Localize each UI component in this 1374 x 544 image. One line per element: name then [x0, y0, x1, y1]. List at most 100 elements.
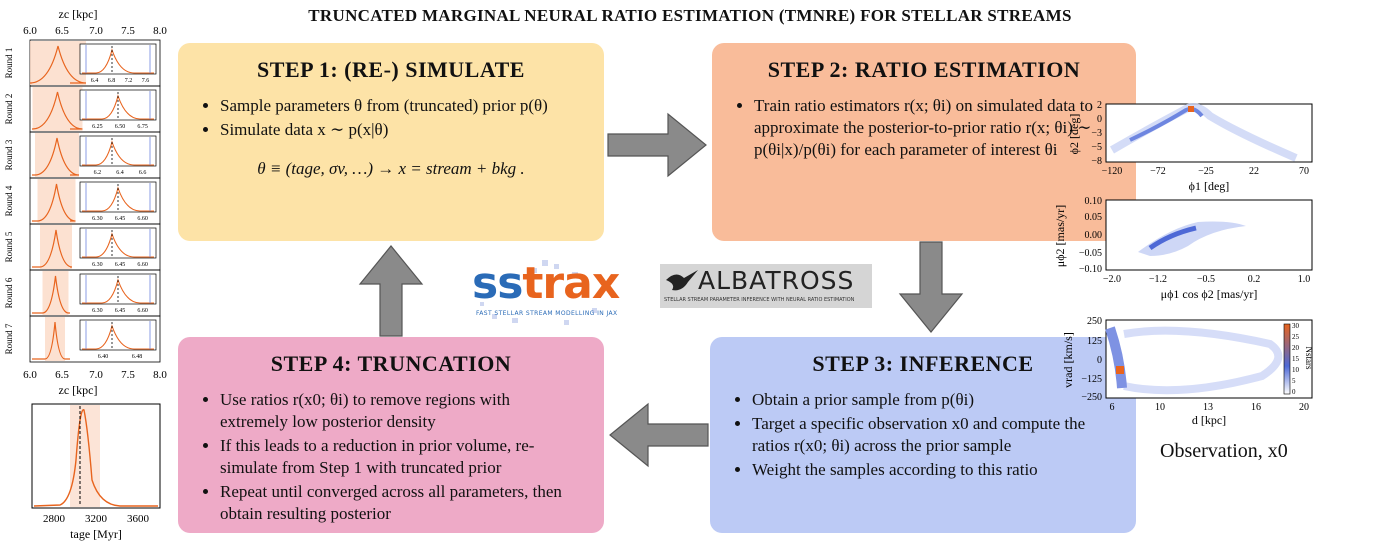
tick: −25 [1198, 166, 1214, 177]
plot1-yticks: 2 0 −3 −5 −8 [1091, 100, 1102, 167]
tick: 8.0 [153, 25, 167, 37]
tick: 1.0 [1298, 274, 1311, 285]
tick: 2 [1097, 100, 1102, 111]
top-axis-label: zc [kpc] [59, 7, 98, 21]
tick: 7.5 [121, 369, 135, 381]
step4-list: Use ratios r(x0; θi) to remove regions w… [200, 389, 582, 525]
round-posterior-curve [32, 91, 83, 130]
tick: 7.0 [89, 369, 103, 381]
step3-item: Target a specific observation x0 and com… [752, 413, 1114, 457]
arrow-right-icon [607, 112, 707, 178]
plot2-ylabel: μϕ2 [mas/yr] [1053, 205, 1067, 267]
inset-tick: 6.2 [94, 170, 102, 176]
step4-title: STEP 4: TRUNCATION [270, 351, 512, 376]
plot2-yticks: 0.10 0.05 0.00 −0.05 −0.10 [1079, 196, 1102, 275]
inset-tick: 6.40 [98, 354, 109, 360]
step3-list: Obtain a prior sample from p(θi) Target … [732, 389, 1114, 481]
round-inset [79, 319, 157, 351]
plot1-peak [1188, 106, 1194, 112]
arrow-down-icon [898, 241, 964, 333]
round-posterior-curve [29, 45, 87, 84]
sstrax-subtitle: FAST STELLAR STREAM MODELLING IN JAX [476, 310, 618, 317]
page-title: TRUNCATED MARGINAL NEURAL RATIO ESTIMATI… [308, 6, 1072, 25]
plot3-xticks: 6 10 13 16 20 [1110, 402, 1310, 413]
plot3-peak [1116, 366, 1124, 374]
age-ticks: 2800 3200 3600 [43, 513, 150, 525]
tick: 0.00 [1085, 230, 1103, 241]
tick: 3600 [127, 513, 150, 525]
inset-tick: 6.30 [92, 262, 103, 268]
step1-list: Sample parameters θ from (truncated) pri… [200, 95, 582, 141]
round-label: Round 2 [4, 94, 14, 125]
age-plot-frame [31, 403, 161, 509]
tick: −0.05 [1079, 248, 1102, 259]
step1-title: STEP 1: (RE-) SIMULATE [257, 57, 525, 82]
tick: 30 [1292, 322, 1300, 330]
round-frame [29, 315, 161, 363]
tick: −2.0 [1103, 274, 1121, 285]
step1-item: Sample parameters θ from (truncated) pri… [220, 95, 582, 117]
round-inset [79, 43, 157, 75]
round-posterior-curve [32, 183, 76, 222]
tick: −1.2 [1149, 274, 1167, 285]
age-band [70, 405, 100, 507]
inset-tick: 6.25 [92, 124, 103, 130]
round-label: Round 3 [4, 139, 14, 170]
tick: 25 [1292, 333, 1300, 341]
step2-box: STEP 2: RATIO ESTIMATION Train ratio est… [712, 43, 1136, 241]
age-axis-label: tage [Myr] [70, 527, 122, 541]
inset-tick: 6.60 [137, 308, 148, 314]
observation-figure: 2 0 −3 −5 −8 −120 −72 −25 22 70 ϕ1 [deg]… [1053, 100, 1314, 427]
plot2-frame [1105, 199, 1313, 271]
step1-box: STEP 1: (RE-) SIMULATE Sample parameters… [178, 43, 604, 241]
tick: 0.10 [1085, 196, 1103, 207]
tick: 0 [1292, 388, 1296, 396]
tick: 2800 [43, 513, 66, 525]
inset-tick: 6.45 [115, 262, 126, 268]
plot2-core [1148, 225, 1197, 251]
sstrax-logo: sstrax FAST STELLAR STREAM MODELLING IN … [472, 258, 622, 328]
albatross-subtitle: STELLAR STREAM PARAMETER INFERENCE WITH … [664, 297, 855, 303]
step1-equation: θ ≡ (tage, σv, …) → x = stream + bkg . [257, 159, 525, 178]
tick: 0.2 [1248, 274, 1261, 285]
top-ticks: 6.0 6.5 7.0 7.5 8.0 [23, 25, 167, 37]
tick: −72 [1150, 166, 1166, 177]
round-label: Round 5 [4, 231, 14, 262]
tick: 20 [1299, 402, 1309, 413]
step3-item: Obtain a prior sample from p(θi) [752, 389, 1114, 411]
step4-box: STEP 4: TRUNCATION Use ratios r(x0; θi) … [178, 337, 604, 533]
bottom-ticks: 6.0 6.5 7.0 7.5 8.0 [23, 369, 167, 381]
tick: −5 [1091, 142, 1102, 153]
tick: 6 [1110, 402, 1115, 413]
plot2-xticks: −2.0 −1.2 −0.5 0.2 1.0 [1103, 274, 1310, 285]
tick: 10 [1292, 366, 1300, 374]
tick: 6.5 [55, 25, 69, 37]
plot1-xticks: −120 −72 −25 22 70 [1102, 166, 1309, 177]
round-posterior-curve [32, 321, 70, 360]
tick: 125 [1087, 336, 1102, 347]
tick: 7.0 [89, 25, 103, 37]
observation-label: Observation, x0 [1160, 440, 1288, 462]
plot1-ylabel: ϕ2 [deg] [1067, 114, 1081, 155]
tick: 0 [1097, 114, 1102, 125]
sstrax-wordmark: sstrax [472, 258, 620, 309]
tick: 0.05 [1085, 212, 1103, 223]
tick: 20 [1292, 344, 1300, 352]
tick: 6.5 [55, 369, 69, 381]
plot2-distribution [1138, 221, 1246, 256]
tick: 3200 [85, 513, 108, 525]
tick: 70 [1299, 166, 1309, 177]
albatross-logo: ALBATROSS STELLAR STREAM PARAMETER INFER… [660, 264, 872, 308]
bottom-axis-label: zc [kpc] [59, 383, 98, 397]
step1-item: Simulate data x ∼ p(x|θ) [220, 119, 582, 141]
tick: 0 [1097, 355, 1102, 366]
tick: −125 [1081, 374, 1102, 385]
tick: −0.10 [1079, 264, 1102, 275]
inset-tick: 6.50 [115, 124, 126, 130]
